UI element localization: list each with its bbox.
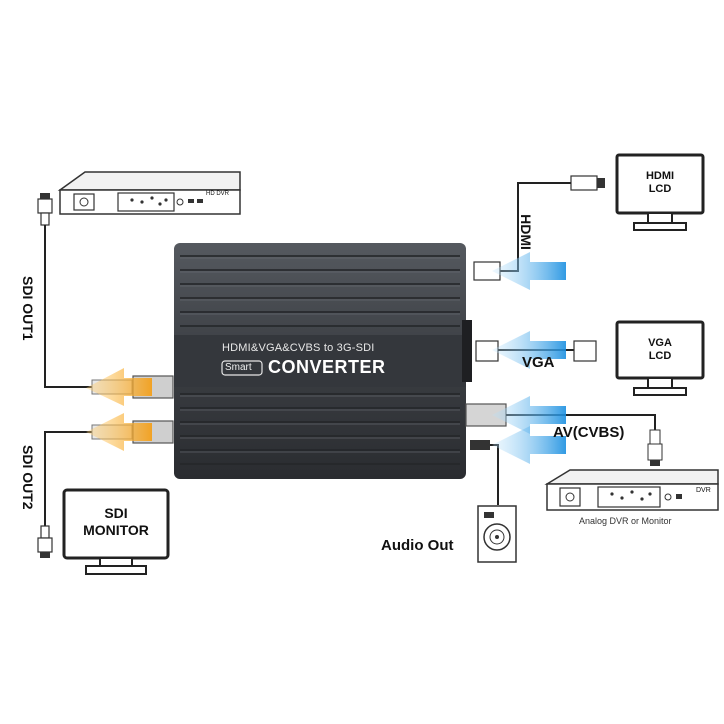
vga-label: VGA xyxy=(522,354,555,371)
hd-dvr-label: HD DVR xyxy=(206,191,230,197)
audio-out-cable xyxy=(470,440,499,505)
hd-dvr-device xyxy=(57,171,241,215)
analog-dvr-device xyxy=(544,469,719,511)
hdmi-label: HDMI xyxy=(518,214,534,250)
sdi-out2-label: SDI OUT2 xyxy=(20,445,36,510)
hdmi-lcd-line1: HDMI xyxy=(645,170,675,182)
hdmi-lcd-device xyxy=(615,153,705,231)
hdmi-lcd-label: HDMI LCD xyxy=(620,170,700,196)
sdi-monitor-line1: SDI xyxy=(104,505,128,521)
speaker-device xyxy=(477,505,517,563)
vga-lcd-device xyxy=(615,320,705,396)
converter-box xyxy=(174,243,472,479)
av-cvbs-arrow xyxy=(492,396,566,434)
vga-lcd-label: VGA LCD xyxy=(620,337,700,363)
converter-badge: Smart xyxy=(225,362,252,373)
sdi-out2-arrow xyxy=(86,413,152,451)
analog-dvr-caption: Analog DVR or Monitor xyxy=(579,516,672,526)
audio-out-label: Audio Out xyxy=(381,537,454,554)
converter-subtitle: HDMI&VGA&CVBS to 3G-SDI xyxy=(222,342,375,354)
sdi-out1-cable xyxy=(37,193,92,388)
sdi-monitor-label: SDI MONITOR xyxy=(67,505,165,539)
vga-lcd-line1: VGA xyxy=(648,337,672,349)
smart-badge-frame xyxy=(221,360,263,376)
audio-arrow xyxy=(492,426,566,464)
av-cvbs-connector xyxy=(465,403,663,466)
sdi-monitor-device xyxy=(62,488,170,575)
vga-lcd-line2: LCD xyxy=(648,350,672,362)
vga-arrow xyxy=(492,331,566,369)
sdi-out2-cable xyxy=(37,431,92,558)
converter-title: CONVERTER xyxy=(268,357,386,377)
sdi-out1-label: SDI OUT1 xyxy=(20,276,36,341)
hdmi-lcd-line2: LCD xyxy=(648,183,672,195)
av-cvbs-label: AV(CVBS) xyxy=(553,424,625,441)
sdi-monitor-line2: MONITOR xyxy=(83,522,149,538)
analog-dvr-tag: DVR xyxy=(696,487,711,494)
hdmi-arrow xyxy=(492,252,566,290)
sdi-out1-arrow xyxy=(86,368,152,406)
